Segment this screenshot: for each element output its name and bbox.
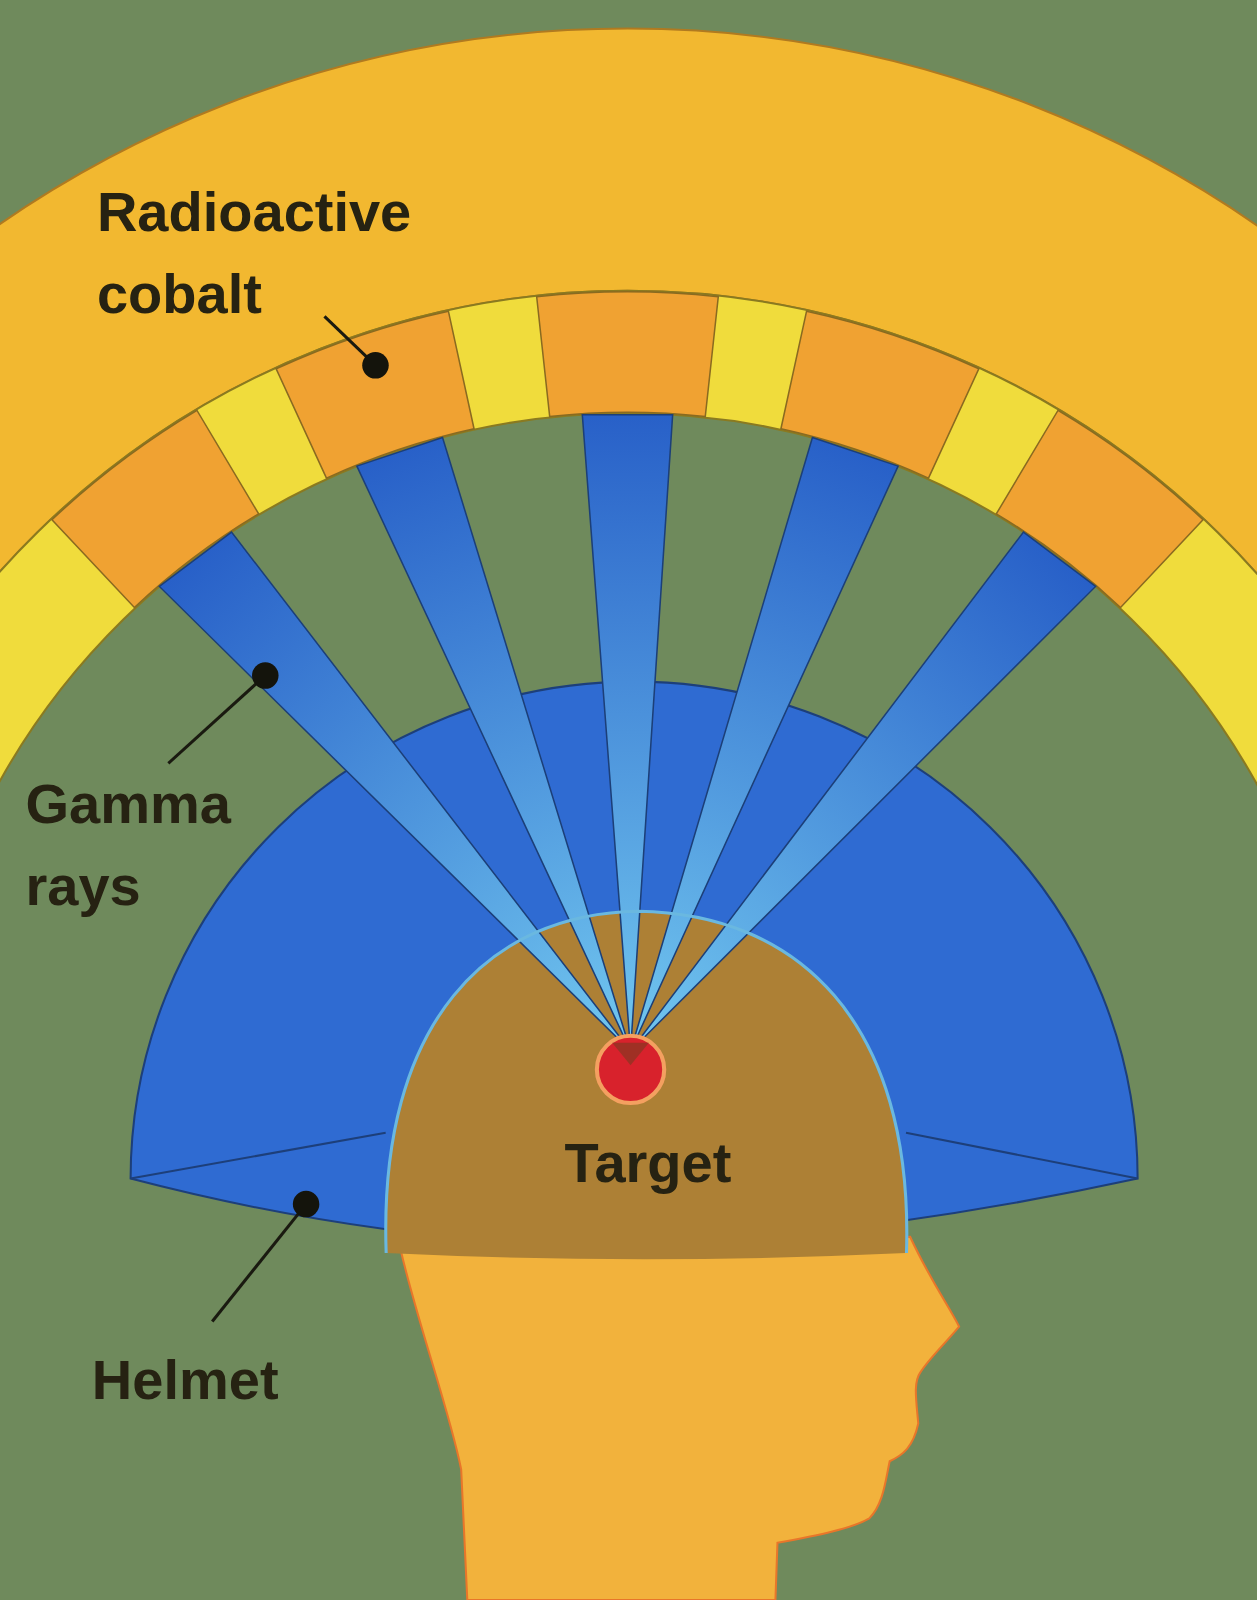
leader-dot	[252, 662, 279, 689]
target-region: Target	[378, 903, 919, 1262]
head-outline	[385, 911, 906, 1253]
gamma-beam	[631, 532, 1096, 1051]
callout-label: Helmet	[92, 1339, 500, 1421]
gamma-beam	[631, 437, 899, 1051]
leader-dot	[362, 352, 389, 379]
target-spot	[597, 1036, 664, 1103]
leader-dot	[293, 1191, 320, 1218]
leader-line	[212, 1204, 306, 1321]
cobalt-source	[537, 292, 719, 417]
head-top	[385, 911, 906, 1259]
beam-focus	[612, 1043, 649, 1065]
callout-label: Gamma rays	[26, 763, 312, 927]
callout-label: Radioactive cobalt	[97, 171, 536, 335]
target-outline	[378, 903, 919, 1262]
leader-line	[168, 676, 265, 764]
gamma-ray-beams	[159, 415, 1095, 1051]
head-silhouette	[400, 1237, 959, 1600]
gamma-beam	[357, 437, 631, 1051]
node-text: Target	[378, 1130, 919, 1196]
